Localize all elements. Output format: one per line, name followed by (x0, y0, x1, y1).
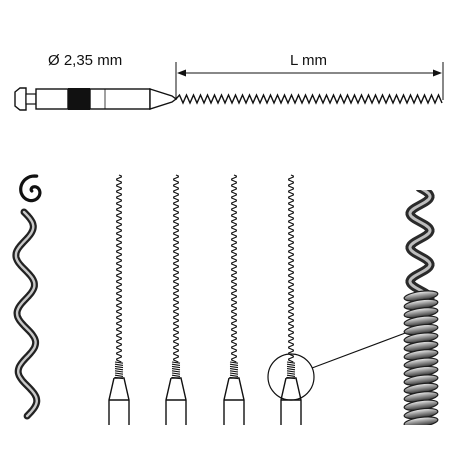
closeup-instruments (108, 174, 302, 425)
closeup-coil-4 (286, 361, 296, 380)
diameter-label: Ø 2,35 mm (48, 52, 123, 69)
spiral-icon (19, 174, 42, 203)
shank-body (35, 88, 69, 110)
magnifier-leader-line (311, 331, 409, 369)
grip-band (68, 88, 90, 110)
closeup-coil-3 (229, 361, 239, 380)
tapered-tip (149, 88, 178, 110)
closeup-shank-2 (165, 377, 187, 425)
closeup-shank-1 (108, 377, 130, 425)
closeup-instrument-2 (165, 174, 187, 425)
closeup-shank-4 (280, 377, 302, 425)
shank-front (89, 88, 151, 110)
length-arrow-right (433, 69, 442, 77)
magnified-spiral-detail (403, 190, 439, 425)
closeup-spiral-3 (231, 174, 237, 363)
full-instrument-view (14, 87, 443, 111)
twisted-wire-detail (12, 208, 41, 420)
closeup-spiral-4 (288, 174, 294, 363)
closeup-instrument-3 (223, 174, 245, 425)
closeup-spiral-1 (116, 174, 122, 363)
closeup-shank-3 (223, 377, 245, 425)
closeup-coil-1 (114, 361, 124, 380)
spiral-working-part (175, 93, 443, 105)
closeup-spiral-2 (173, 174, 179, 363)
shank-neck (25, 93, 37, 105)
magnified-coil-turn (403, 416, 439, 425)
magnifier-circle (267, 353, 315, 401)
closeup-instrument-1 (108, 174, 130, 425)
closeup-coil-2 (171, 361, 181, 380)
latch-end (14, 87, 27, 111)
length-label: L mm (290, 52, 327, 69)
dimension-lines (175, 62, 444, 100)
closeup-instrument-4 (280, 174, 302, 425)
length-arrow-left (177, 69, 186, 77)
